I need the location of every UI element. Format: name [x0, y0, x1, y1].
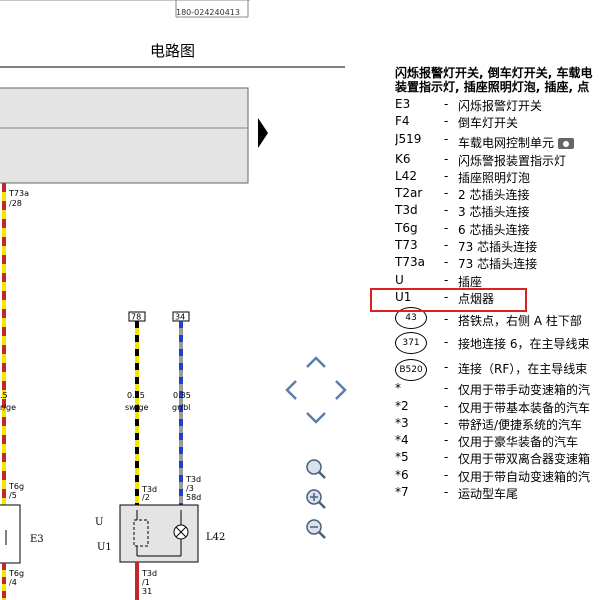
wire-right-size: 0.35	[173, 391, 191, 400]
connector-t73a-pin: /28	[9, 199, 22, 208]
connector-t3d-right-pin: /3	[186, 484, 194, 493]
legend-item-t6g: T6g-6 芯插头连接	[395, 220, 530, 237]
legend-item-t73a: T73a-73 芯插头连接	[395, 255, 538, 272]
next-page-arrow-icon[interactable]	[258, 118, 268, 148]
legend-note-1: *-仅用于带手动变速箱的汽	[395, 381, 591, 398]
connector-t6g-bottom-label: T6g	[8, 569, 24, 578]
connector-t3d-bottom-label: T3d	[141, 569, 157, 578]
legend-item-f4: F4-倒车灯开关	[395, 114, 519, 131]
lighter-element	[133, 519, 149, 547]
legend-item-j519[interactable]: J519-车载电网控制单元	[395, 132, 603, 152]
zoom-out-icon[interactable]	[306, 519, 326, 539]
legend-item-e3: E3-闪烁报警灯开关	[395, 97, 543, 113]
pan-up-icon[interactable]	[306, 356, 326, 368]
legend-ground-43: 43-搭铁点，右侧 A 柱下部	[395, 307, 603, 330]
camera-icon[interactable]	[558, 137, 575, 149]
legend-item-u: U-插座	[395, 272, 483, 289]
legend-title-line-1: 闪烁报警灯开关, 倒车灯开关, 车载电	[395, 66, 593, 80]
component-e3-label: E3	[30, 534, 44, 545]
component-u-label: U	[95, 517, 103, 528]
component-legend: 闪烁报警灯开关, 倒车灯开关, 车载电 装置指示灯, 插座照明灯泡, 插座, 点…	[395, 66, 603, 502]
wire-left-size: .5	[0, 391, 8, 400]
component-l42-label: L42	[206, 532, 225, 543]
wire-right-color: gr/bl	[172, 403, 190, 412]
page-title: 电路图	[149, 42, 195, 60]
wiring-diagram: T73a /28 .5 r/ge 78 0.75 sw/ge 34 0.35 g…	[0, 0, 347, 600]
connection-b520-icon: B520	[395, 359, 427, 382]
pan-down-icon[interactable]	[306, 412, 326, 424]
legend-note-3: *3-带舒适/便捷系统的汽车	[395, 415, 583, 432]
connector-t73a-label: T73a	[8, 189, 29, 198]
pan-left-icon[interactable]	[285, 380, 297, 400]
legend-item-u1: U1-点烟器	[395, 289, 495, 306]
component-u1-label: U1	[97, 542, 112, 553]
legend-item-t73: T73-73 芯插头连接	[395, 238, 538, 255]
legend-note-4: *4-仅用于豪华装备的汽车	[395, 433, 579, 450]
legend-item-t3d: T3d-3 芯插头连接	[395, 203, 530, 220]
wire-mid-number: 78	[131, 313, 141, 322]
wire-mid-color: sw/ge	[125, 403, 148, 412]
legend-item-l42: L42-插座照明灯泡	[395, 168, 531, 185]
document-code: 180-024240413	[176, 8, 240, 17]
wire-right-number: 34	[175, 313, 185, 322]
zoom-in-icon[interactable]	[306, 489, 326, 509]
legend-connection-b520: B520-连接（RF），在主导线束	[395, 355, 603, 382]
connector-t6g-bottom-pin: /4	[9, 578, 17, 587]
legend-ground-371: 371-接地连接 6，在主导线束	[395, 330, 603, 355]
wire-left-color: r/ge	[0, 403, 16, 412]
highlight-box-u1	[370, 288, 527, 312]
zoom-fit-icon[interactable]	[306, 459, 326, 479]
connector-t3d-mid-label: T3d	[141, 485, 157, 494]
connector-t3d-mid-pin: /2	[142, 493, 150, 502]
ground-point-43-icon: 43	[395, 307, 427, 330]
control-unit-panel	[0, 87, 249, 184]
legend-title-line-2: 装置指示灯, 插座照明灯泡, 插座, 点	[395, 80, 590, 94]
connector-t3d-bottom-num: 31	[142, 587, 152, 596]
pan-right-icon[interactable]	[335, 380, 347, 400]
ground-point-371-icon: 371	[395, 332, 427, 355]
legend-note-6: *6-仅用于带自动变速箱的汽	[395, 467, 591, 484]
connector-t3d-right-label: T3d	[185, 475, 201, 484]
legend-note-7: *7-运动型车尾	[395, 485, 519, 502]
legend-item-k6: K6-闪烁警报装置指示灯	[395, 151, 567, 168]
bulb-cross-b	[175, 526, 187, 538]
connector-t3d-bottom-pin: /1	[142, 578, 150, 587]
legend-item-t2ar: T2ar-2 芯插头连接	[395, 186, 530, 203]
switch-e3-box	[0, 504, 21, 564]
legend-note-5: *5-仅用于带双离合器变速箱	[395, 450, 591, 467]
connector-t6g-top-pin: /5	[9, 491, 17, 500]
connector-t6g-top-label: T6g	[8, 482, 24, 491]
pan-controls	[285, 356, 347, 424]
legend-note-2: *2-仅用于带基本装备的汽车	[395, 398, 591, 415]
wire-mid-size: 0.75	[127, 391, 145, 400]
pin-58d-label: 58d	[186, 493, 201, 502]
